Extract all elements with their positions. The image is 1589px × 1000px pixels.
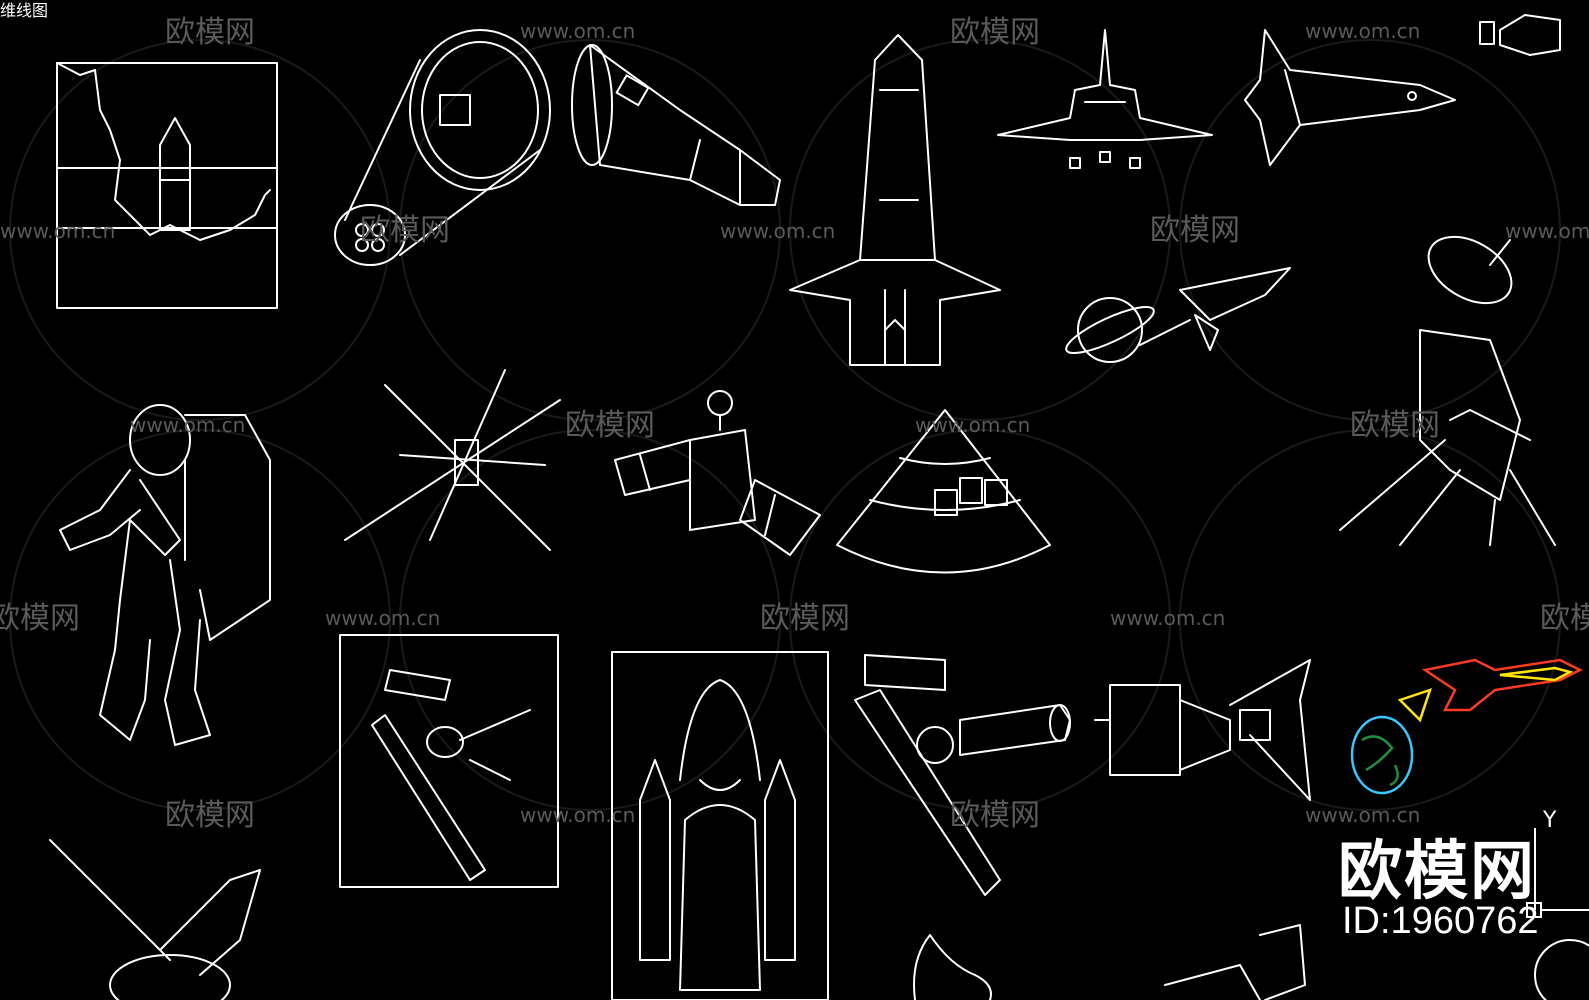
wm-url: www.om.cn [1305,19,1420,43]
model-id-text: ID:1960762 [1342,900,1539,942]
brand-logo-text: 欧模网 [1338,835,1536,909]
wm-url: www.om.cn [0,219,115,243]
wm-brand: 欧模网 [360,213,450,248]
probe[interactable] [49,839,261,1000]
wm-brand: 欧模网 [1350,408,1440,443]
wm-brand: 欧模网 [760,601,850,636]
wm-url: www.om.cn [520,803,635,827]
satellite-frame[interactable] [339,634,559,888]
antenna-satellite[interactable] [344,369,561,551]
rocket-and-planet[interactable] [1061,267,1291,363]
hubble-telescope[interactable] [854,654,1071,896]
wm-url: www.om.cn [130,413,245,437]
shuttle-launch-frame[interactable] [56,62,278,309]
lunar-module[interactable] [1094,659,1311,801]
space-shuttle-top[interactable] [789,34,1001,366]
satellite-dish[interactable] [1339,223,1556,546]
viewport-label[interactable]: 维线图 [0,1,49,20]
wm-brand: 欧模网 [0,601,80,636]
wm-url: www.om.cn [325,606,440,630]
wm-brand: 欧模网 [165,15,255,50]
wm-brand: 欧模网 [950,798,1040,833]
watermark-circles [9,39,1561,811]
wm-url: www.om.cn [720,219,835,243]
color-rocket[interactable] [1350,658,1583,795]
gemini-capsule-rear[interactable] [334,29,551,266]
wm-url: www.om.cn [520,19,635,43]
shuttle-side[interactable] [1244,29,1456,166]
skylab-station[interactable] [614,390,821,556]
shuttle-stack-frame[interactable] [611,651,829,1000]
ucs-y-label: Y [1543,808,1557,833]
wm-url: www.om.cn [1505,219,1589,243]
shuttle-front[interactable] [997,29,1213,169]
wm-brand: 欧模网 [1540,601,1589,636]
wm-brand: 欧模网 [565,408,655,443]
astronaut[interactable] [59,404,271,746]
ucs-icon [1526,828,1589,918]
gemini-capsule-side[interactable] [571,44,781,206]
apollo-capsule[interactable] [836,409,1051,574]
wm-url: www.om.cn [1305,803,1420,827]
wm-brand: 欧模网 [950,15,1040,50]
wm-brand: 欧模网 [165,798,255,833]
wm-url: www.om.cn [1110,606,1225,630]
wm-url: www.om.cn [915,413,1030,437]
dish-partial[interactable] [913,934,992,1000]
watermark-layer: 欧模网 www.om.cn 欧模网 www.om.cn www.om.cn 欧模… [0,15,1589,833]
wm-brand: 欧模网 [1150,213,1240,248]
station-partial[interactable] [1164,14,1589,1000]
